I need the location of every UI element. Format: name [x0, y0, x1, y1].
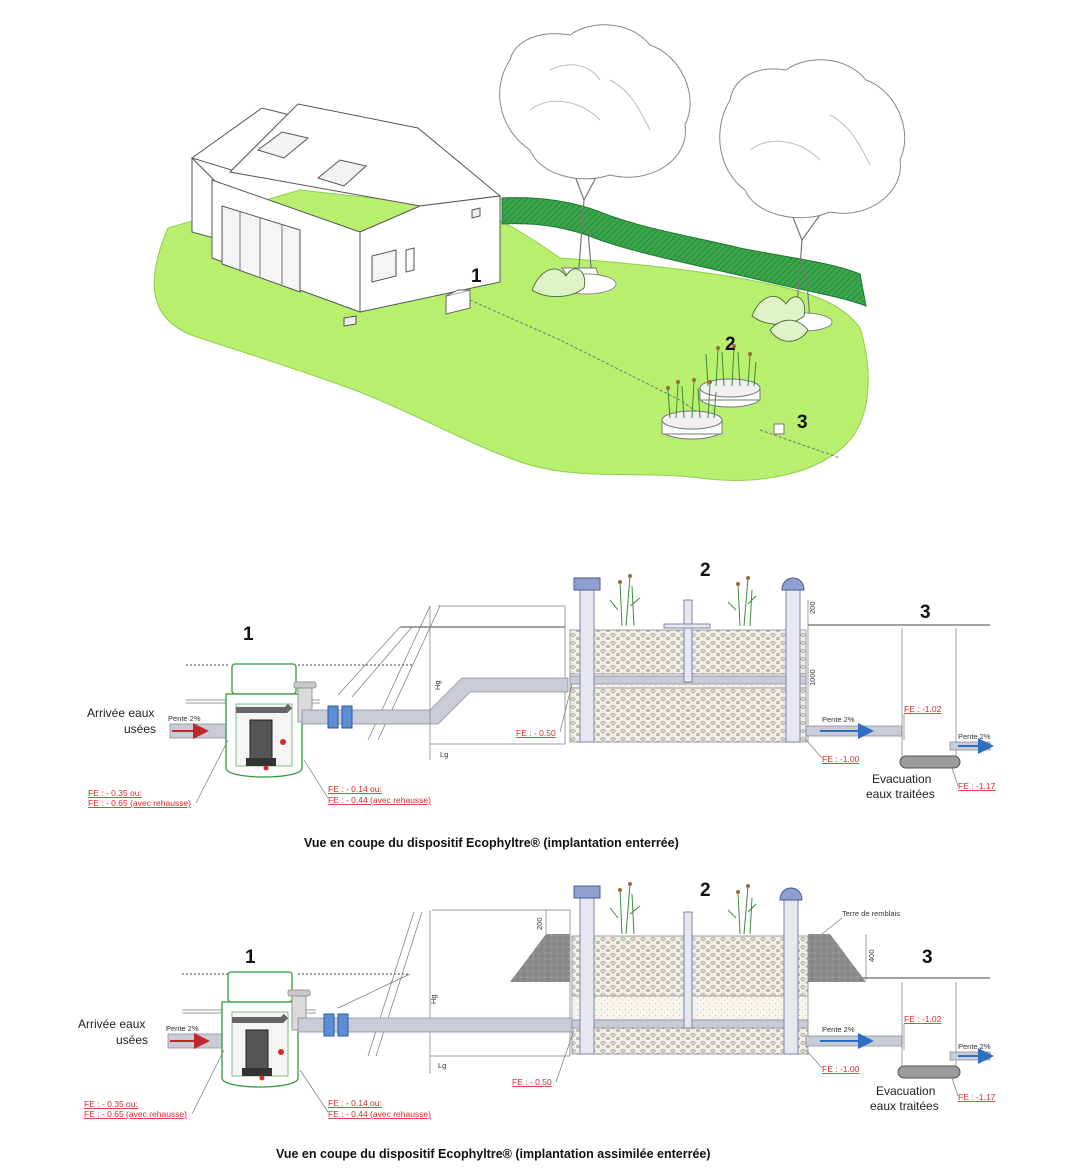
s2-lg: Lg: [438, 1061, 446, 1070]
s2-slope-out: Pente 2%: [958, 1042, 991, 1051]
s2-slope-mid: Pente 2%: [822, 1025, 855, 1034]
s1-fe-box-out: FE : -1.17: [958, 781, 996, 791]
s1-hg: Hg: [433, 680, 442, 690]
s2-fe-tank-2: FE : - 0.65 (avec rehausse): [84, 1109, 187, 1119]
s1-fe-box-in: FE : -1.02: [904, 704, 942, 714]
s1-lg: Lg: [440, 750, 448, 759]
s2-pump-tank: [221, 971, 311, 1088]
s1-fe-filter-out: FE : -1.00: [822, 754, 860, 764]
house: [190, 103, 502, 327]
s2-fe-box-in: FE : -1.02: [904, 1014, 942, 1024]
s1-outlet-label-2: eaux traitées: [866, 787, 935, 801]
s1-dim-1000: 1000: [808, 669, 817, 686]
section-buried: Pente 2% Arrivée eaux usées Hg Lg: [87, 560, 996, 850]
s2-num-3: 3: [922, 947, 933, 968]
s2-num-1: 1: [245, 947, 256, 968]
s2-caption: Vue en coupe du dispositif Ecophyltre® (…: [276, 1147, 711, 1161]
s1-fe-pump-2: FE : - 0.44 (avec rehausse): [328, 795, 431, 805]
s2-outlet-label-2: eaux traitées: [870, 1099, 939, 1113]
s2-dim-200: 200: [535, 917, 544, 930]
section-semi-buried: Pente 2% Arrivée eaux usées Hg Lg: [78, 880, 996, 1161]
s2-backfill: Terre de remblais: [842, 909, 900, 918]
s2-inlet-label-1: Arrivée eaux: [78, 1017, 145, 1031]
s1-dim-200: 200: [808, 601, 817, 614]
hedge: [501, 197, 867, 307]
s1-slope-in: Pente 2%: [168, 714, 201, 723]
s1-num-1: 1: [243, 624, 254, 645]
s1-num-2: 2: [700, 560, 711, 581]
s1-pump-tank: [225, 663, 317, 778]
s2-fe-pump-1: FE : - 0.14 ou:: [328, 1098, 382, 1108]
s1-slope-out: Pente 2%: [958, 732, 991, 741]
s2-fe-filter-in: FE : - 0.50: [512, 1077, 552, 1087]
shrubs: [531, 268, 809, 342]
filter-tanks: [661, 344, 785, 440]
s1-inlet-label-2: usées: [124, 722, 156, 736]
scene-marker-1: 1: [471, 266, 482, 287]
s2-hg: Hg: [429, 994, 438, 1004]
s1-fe-tank-1: FE : - 0.35 ou:: [88, 788, 142, 798]
s2-fe-pump-2: FE : - 0.44 (avec rehausse): [328, 1109, 431, 1119]
s2-outlet-label-1: Evacuation: [876, 1084, 935, 1098]
s2-fe-tank-1: FE : - 0.35 ou:: [84, 1099, 138, 1109]
s2-inlet-label-2: usées: [116, 1033, 148, 1047]
buried-pipe: [469, 299, 841, 459]
s2-slope-in: Pente 2%: [166, 1024, 199, 1033]
s1-fe-tank-2: FE : - 0.65 (avec rehausse): [88, 798, 191, 808]
s1-slope-mid: Pente 2%: [822, 715, 855, 724]
s1-caption: Vue en coupe du dispositif Ecophyltre® (…: [304, 836, 679, 850]
s1-num-3: 3: [920, 602, 931, 623]
s2-dim-400: 400: [867, 949, 876, 962]
s2-filter-bed: [571, 882, 809, 1055]
s1-filter-bed: [569, 574, 807, 743]
s2-num-2: 2: [700, 880, 711, 901]
s1-outlet-label-1: Evacuation: [872, 772, 931, 786]
s2-fe-filter-out: FE : -1.00: [822, 1064, 860, 1074]
s2-fe-box-out: FE : -1.17: [958, 1092, 996, 1102]
scene-marker-3: 3: [797, 412, 808, 433]
s1-fe-pump-1: FE : - 0.14 ou:: [328, 784, 382, 794]
s1-fe-filter-in: FE : - 0.50: [516, 728, 556, 738]
scene-marker-2: 2: [725, 334, 736, 355]
pump-station: [445, 289, 471, 315]
garden-scene: 1 2 3: [153, 24, 906, 481]
s1-inlet-label-1: Arrivée eaux: [87, 706, 154, 720]
